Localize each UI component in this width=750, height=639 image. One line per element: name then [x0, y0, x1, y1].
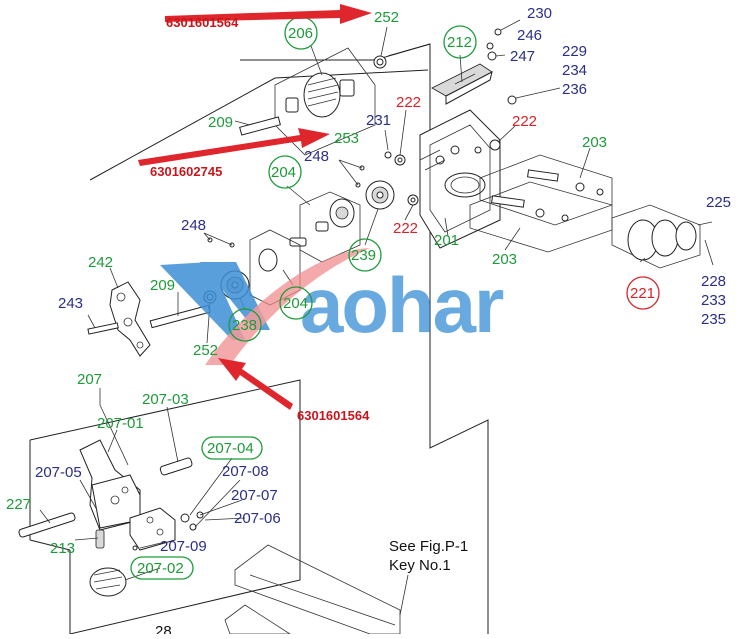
assembly-207: [18, 439, 204, 597]
label-209-top: 209: [208, 114, 233, 131]
label-206: 206: [288, 25, 313, 42]
watermark-text: aohar: [300, 261, 504, 349]
callout-top-part-number: 6301601564: [166, 15, 239, 30]
label-235: 235: [701, 311, 726, 328]
label-225: 225: [706, 194, 731, 211]
assembly-221: [611, 204, 713, 269]
label-28: 28: [155, 623, 172, 634]
frame-201: [419, 109, 501, 249]
label-207-03: 207-03: [142, 391, 189, 408]
watermark-logo: aohar: [160, 248, 506, 365]
pin-209-lower: [149, 304, 211, 329]
label-222-right: 222: [512, 113, 537, 130]
note-line-1: See Fig.P-1: [389, 538, 468, 555]
washers-222: [384, 151, 419, 206]
lever-242: [87, 281, 151, 357]
label-203-bottom: 203: [492, 251, 517, 268]
callout-arrows: [138, 4, 372, 410]
label-228: 228: [701, 273, 726, 290]
label-209-lower: 209: [150, 277, 175, 294]
label-207-09: 207-09: [160, 538, 207, 555]
label-252-top: 252: [374, 9, 399, 26]
label-243: 243: [58, 295, 83, 312]
label-207-05: 207-05: [35, 464, 82, 481]
label-207-07: 207-07: [231, 487, 278, 504]
label-204-top: 204: [271, 164, 296, 181]
screws-230-246-247: [486, 19, 561, 105]
label-227: 227: [6, 496, 31, 513]
assembly-206: [274, 47, 387, 156]
note-line-2: Key No.1: [389, 557, 451, 574]
label-circles: [130, 16, 660, 580]
gear-239: [355, 165, 395, 210]
label-204-lower: 204: [283, 295, 308, 312]
label-248-top: 248: [304, 148, 329, 165]
label-238: 238: [232, 317, 257, 334]
part-212: [431, 63, 493, 105]
label-207-06: 207-06: [234, 510, 281, 527]
label-201: 201: [434, 232, 459, 249]
callout-bottom-part-number: 6301601564: [297, 408, 370, 423]
label-248-left: 248: [181, 217, 206, 234]
label-231: 231: [366, 112, 391, 129]
label-221: 221: [630, 285, 655, 302]
label-207: 207: [77, 371, 102, 388]
boundary-lines: [29, 43, 489, 635]
label-222-mid: 222: [393, 220, 418, 237]
label-239: 239: [351, 247, 376, 264]
label-203-top: 203: [582, 134, 607, 151]
label-222-top: 222: [396, 94, 421, 111]
label-242: 242: [88, 254, 113, 271]
label-230: 230: [527, 5, 552, 22]
leader-lines: [39, 26, 714, 616]
label-207-01: 207-01: [97, 415, 144, 432]
label-207-04: 207-04: [207, 440, 254, 457]
label-207-08: 207-08: [222, 463, 269, 480]
callout-mid-part-number: 6301602745: [150, 164, 222, 179]
pin-209-top: [239, 116, 281, 136]
label-234: 234: [562, 62, 587, 79]
label-233: 233: [701, 292, 726, 309]
label-207-02: 207-02: [137, 560, 184, 577]
label-236: 236: [562, 81, 587, 98]
bottom-rail: [224, 544, 401, 635]
label-212: 212: [447, 34, 472, 51]
label-213: 213: [50, 540, 75, 557]
label-253: 253: [334, 130, 359, 147]
label-252-bottom: 252: [193, 342, 218, 359]
label-229: 229: [562, 43, 587, 60]
rails-203: [469, 154, 613, 253]
label-246: 246: [517, 27, 542, 44]
label-247: 247: [510, 48, 535, 65]
